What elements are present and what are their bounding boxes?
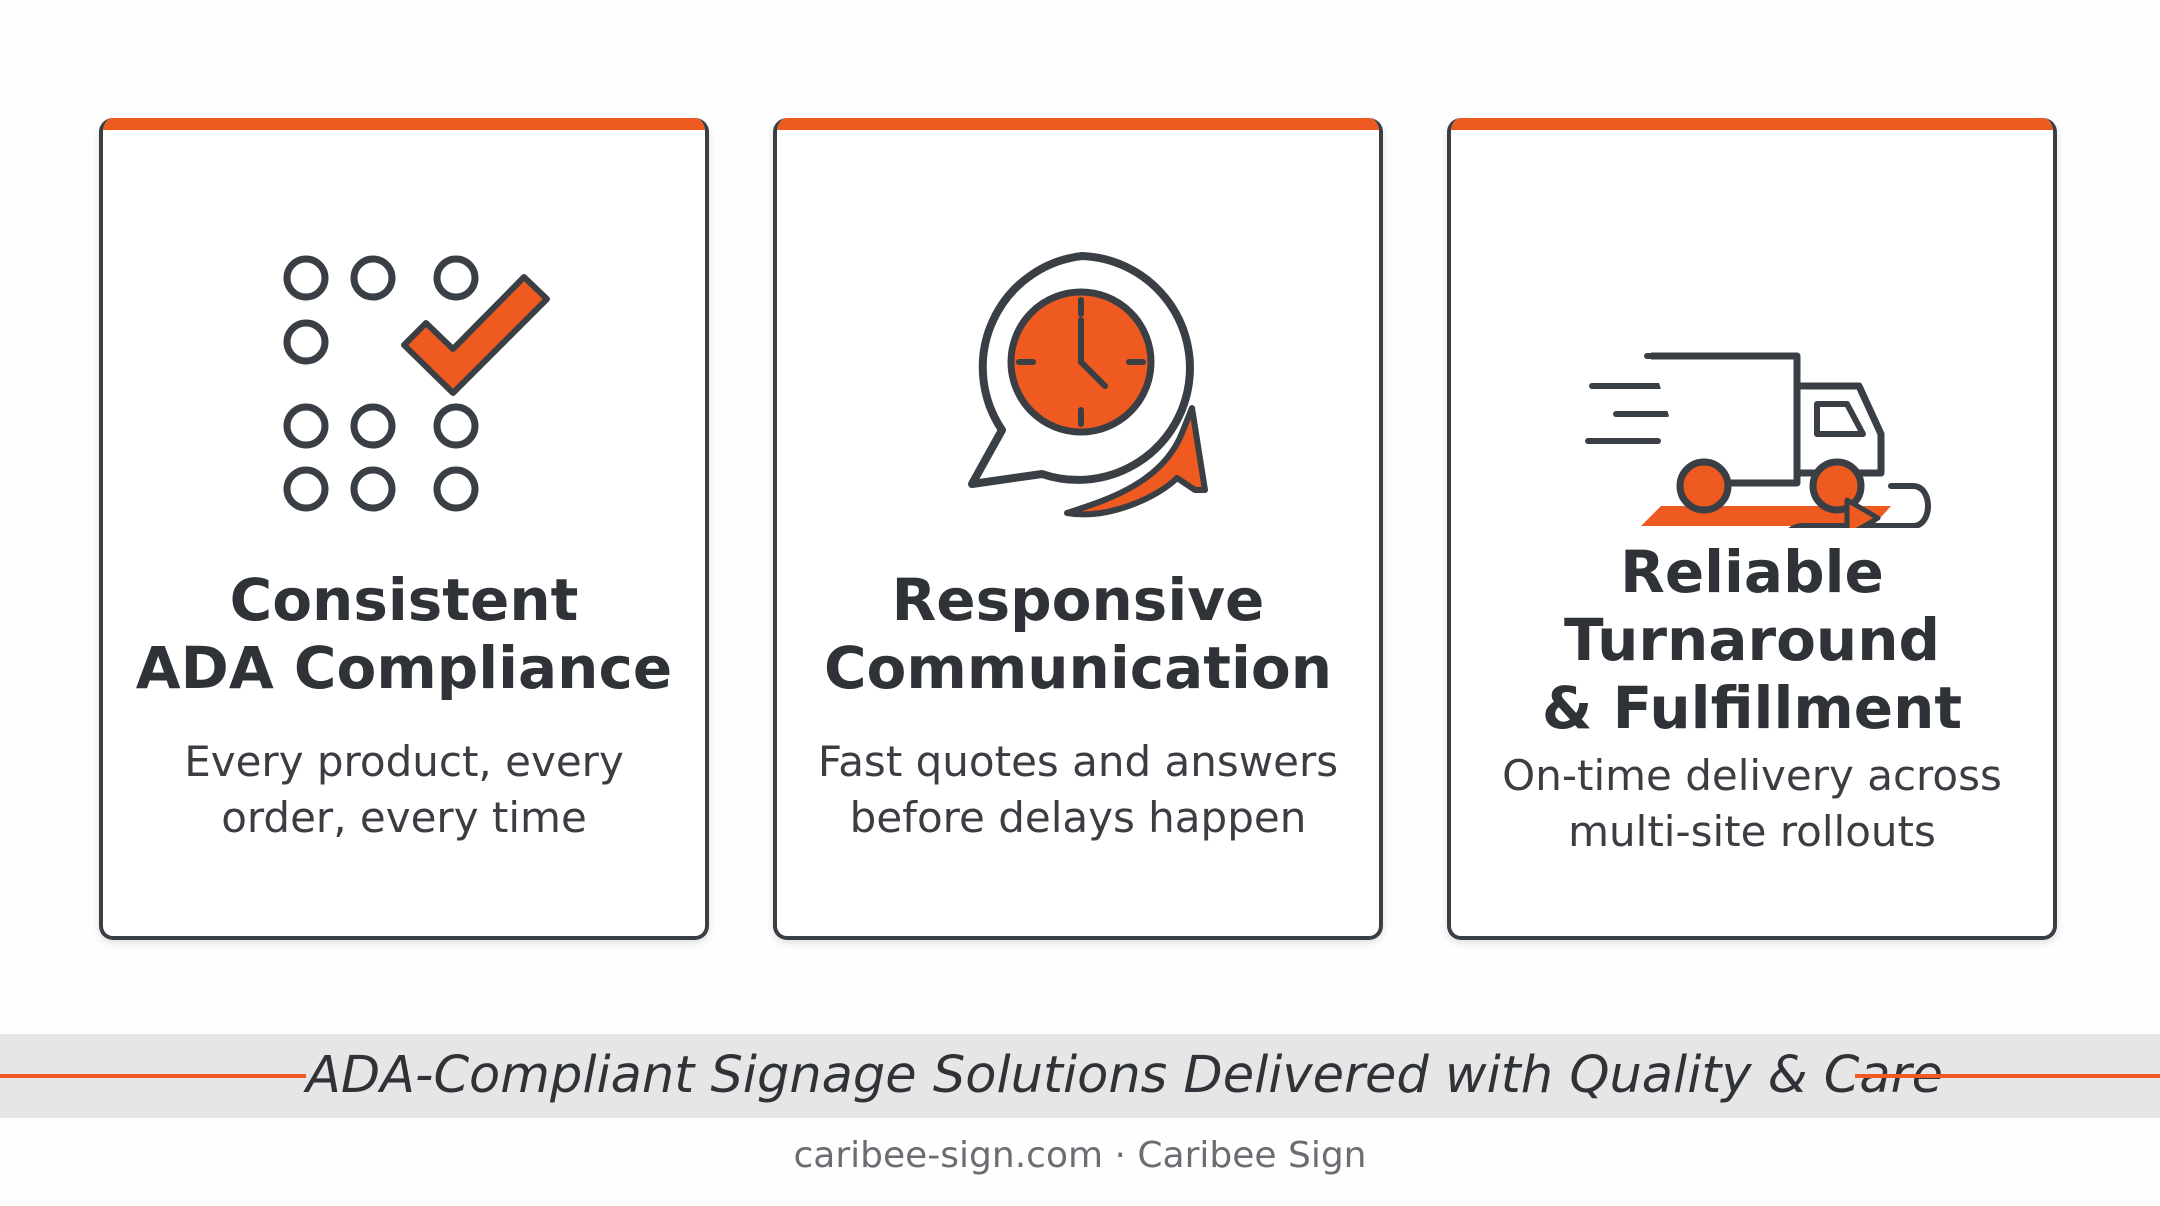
banner-divider-left [0,1074,306,1078]
tagline-text: ADA-Compliant Signage Solutions Delivere… [306,1046,1943,1105]
feature-card-responsive-communication: Responsive Communication Fast quotes and… [773,118,1383,940]
tagline-banner: ADA-Compliant Signage Solutions Delivere… [0,1034,2160,1118]
card-description: Fast quotes and answers before delays ha… [817,737,1339,842]
feature-card-ada-compliance: Consistent ADA Compliance Every product,… [99,118,709,940]
card-title: Consistent ADA Compliance [135,566,673,702]
banner-divider-right [1855,1074,2160,1078]
card-title: Reliable Turnaround & Fulfillment [1541,538,1963,742]
checklist-check-icon [103,208,705,528]
footer-credit: caribee-sign.com · Caribee Sign [793,1135,1367,1176]
feature-card-reliable-turnaround: Reliable Turnaround & Fulfillment On-tim… [1447,118,2057,940]
card-description: Every product, every order, every time [184,737,624,842]
card-description: On-time delivery across multi-site rollo… [1502,751,2002,856]
delivery-truck-icon [1451,208,2053,528]
card-title: Responsive Communication [823,566,1332,702]
chat-clock-icon [777,208,1379,528]
